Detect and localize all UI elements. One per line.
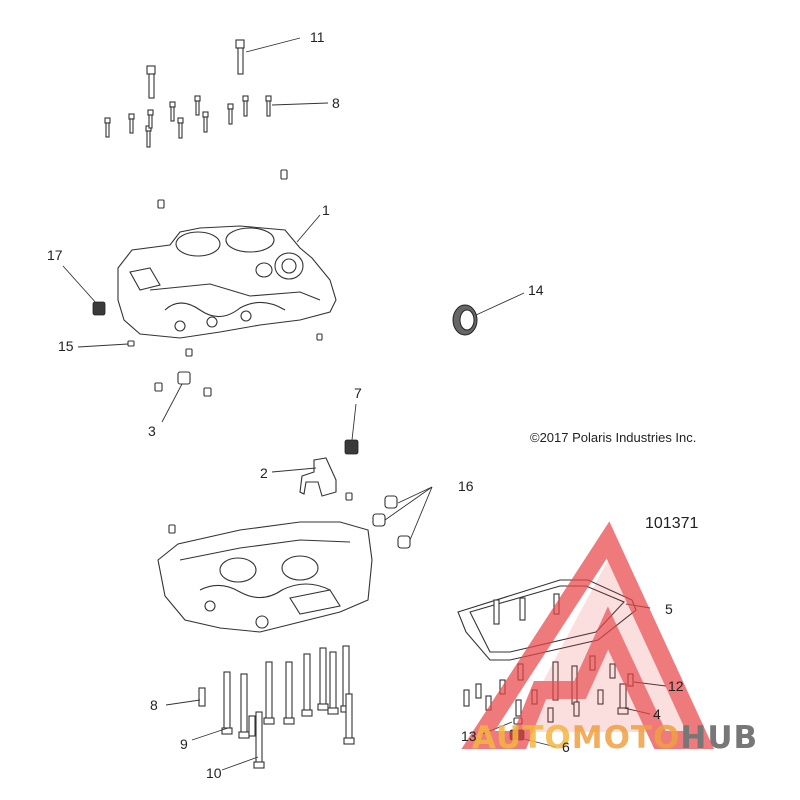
callout-5: 5 bbox=[665, 601, 673, 617]
watermark-logo-text: AUTOMOTOHUB bbox=[472, 720, 758, 756]
callout-9: 9 bbox=[180, 736, 188, 752]
callout-4: 4 bbox=[653, 706, 661, 722]
lower-bolts bbox=[198, 645, 355, 769]
lower-crankcase bbox=[157, 521, 373, 633]
callout-3: 3 bbox=[148, 423, 156, 439]
bolt-group-top bbox=[104, 39, 272, 148]
watermark-moto: MOTO bbox=[572, 720, 681, 756]
plug-17 bbox=[92, 301, 106, 316]
callout-14: 14 bbox=[528, 282, 544, 298]
watermark-hub: HUB bbox=[680, 720, 758, 756]
bracket-2 bbox=[299, 457, 337, 497]
sleeves-16 bbox=[168, 492, 411, 549]
callout-7: 7 bbox=[354, 385, 362, 401]
callout-1: 1 bbox=[322, 202, 330, 218]
callout-13: 13 bbox=[461, 728, 477, 744]
oil-seal-14 bbox=[452, 304, 478, 336]
long-bolt-11b bbox=[146, 65, 156, 99]
automotohub-watermark bbox=[461, 521, 715, 749]
callout-17: 17 bbox=[47, 247, 63, 263]
dowel-pins-upper bbox=[154, 169, 323, 397]
document-number: 101371 bbox=[645, 515, 698, 532]
callout-8-top: 8 bbox=[332, 95, 340, 111]
watermark-triangle bbox=[461, 521, 715, 749]
long-bolt-11a bbox=[235, 39, 245, 75]
callout-10: 10 bbox=[206, 765, 222, 781]
upper-crankcase bbox=[117, 225, 337, 339]
watermark-auto: AUTO bbox=[472, 720, 572, 756]
callout-16: 16 bbox=[458, 478, 474, 494]
callout-8-bottom: 8 bbox=[150, 697, 158, 713]
pin-15 bbox=[127, 340, 135, 347]
callout-2: 2 bbox=[260, 465, 268, 481]
callout-11: 11 bbox=[310, 29, 325, 45]
callout-15: 15 bbox=[58, 338, 74, 354]
short-bolts-8-row bbox=[104, 95, 272, 148]
callout-6: 6 bbox=[562, 739, 570, 755]
bushing-7 bbox=[344, 439, 359, 455]
callout-12: 12 bbox=[668, 678, 684, 694]
copyright-notice: ©2017 Polaris Industries Inc. bbox=[530, 430, 696, 445]
nut-3 bbox=[177, 371, 191, 385]
